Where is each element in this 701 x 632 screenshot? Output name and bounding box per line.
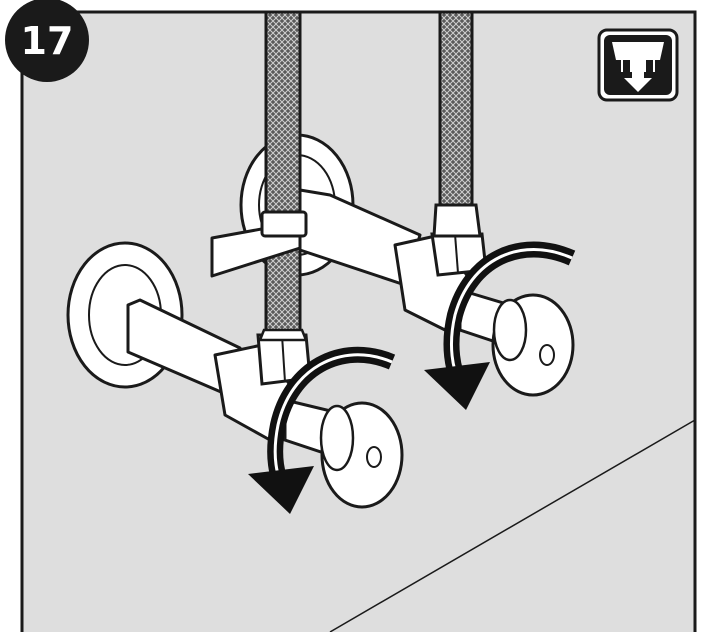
step-number: 17 bbox=[21, 19, 74, 63]
step-number-badge: 17 bbox=[5, 0, 89, 82]
right-supply-hose bbox=[438, 10, 474, 214]
left-shutoff-valve bbox=[66, 241, 404, 509]
floor-line bbox=[329, 419, 696, 632]
right-rotation-arrow bbox=[424, 241, 576, 410]
sink-water-supply-down-icon bbox=[597, 28, 679, 102]
left-supply-hose bbox=[264, 10, 302, 340]
left-rotation-arrow bbox=[248, 346, 396, 514]
